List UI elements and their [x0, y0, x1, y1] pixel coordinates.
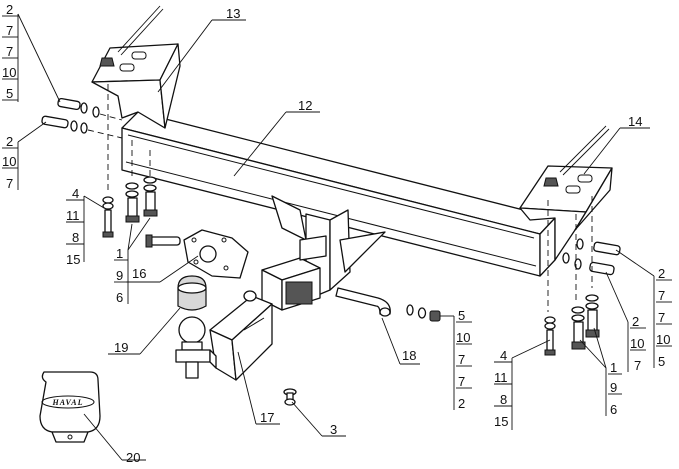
- callout-left-bolt-4: 10: [2, 65, 16, 80]
- callout-left-bolt-2: 7: [6, 23, 13, 38]
- callout-left-bolt-3: 7: [6, 44, 13, 59]
- callout-left-bolt-5: 5: [6, 86, 13, 101]
- callout-socket-plate: 16: [132, 266, 146, 281]
- right-hardware: [544, 196, 621, 356]
- callout-pin-stack-3: 7: [458, 352, 465, 367]
- callout-right-side-1: 2: [632, 314, 639, 329]
- crossbar-beam: [121, 111, 556, 277]
- plug-cover: HAVAL: [39, 371, 101, 443]
- callout-pin-stack-5: 2: [458, 396, 465, 411]
- callout-ball-cover: 19: [114, 340, 128, 355]
- callout-left-side-1: 2: [6, 134, 13, 149]
- callout-left-side-3: 7: [6, 176, 13, 191]
- callout-bracket-right: 14: [628, 114, 642, 129]
- callout-underlines: [2, 15, 672, 407]
- callout-right-vert-1: 4: [500, 348, 507, 363]
- left-hardware: [41, 84, 158, 238]
- callout-right-vert-3: 8: [500, 392, 507, 407]
- callout-right-bolt-2: 7: [658, 288, 665, 303]
- left-mounting-bracket: [91, 5, 181, 129]
- callout-right-vert-2: 11: [494, 370, 508, 385]
- callout-pin: 18: [402, 348, 416, 363]
- callout-crossbar: 12: [298, 98, 312, 113]
- callout-pin-stack-4: 7: [458, 374, 465, 389]
- drawbar-tongue: [209, 290, 273, 381]
- leader-lines: [17, 13, 655, 461]
- callout-left-vert-3: 8: [72, 230, 79, 245]
- callout-right-bolt-5: 5: [658, 354, 665, 369]
- callout-left-nut-2: 9: [116, 268, 123, 283]
- callout-right-vert-4: 15: [494, 414, 508, 429]
- callout-right-bolt-4: 10: [656, 332, 670, 347]
- callout-right-bolt-3: 7: [658, 310, 665, 325]
- callout-labels: 2 7 7 10 5 2 10 7 4 11 8 15 1 9 6 13 12 …: [2, 2, 670, 465]
- callout-pin-stack-1: 5: [458, 308, 465, 323]
- callout-drawbar: 17: [260, 410, 274, 425]
- callout-pin-stack-2: 10: [456, 330, 470, 345]
- brand-logo: HAVAL: [52, 398, 84, 407]
- callout-left-nut-1: 1: [116, 246, 123, 261]
- callout-bracket-left: 13: [226, 6, 240, 21]
- socket-plate: [145, 229, 249, 279]
- callout-left-vert-2: 11: [66, 208, 80, 223]
- callout-left-nut-3: 6: [116, 290, 123, 305]
- callout-left-vert-4: 15: [66, 252, 80, 267]
- callout-left-vert-1: 4: [72, 186, 79, 201]
- pin-bolt: [283, 388, 297, 406]
- callout-right-nut-1: 1: [610, 360, 617, 375]
- callout-right-nut-2: 9: [610, 380, 617, 395]
- callout-right-side-3: 7: [634, 358, 641, 373]
- callout-left-bolt-1: 2: [6, 2, 13, 17]
- right-mounting-bracket: [519, 125, 613, 261]
- receiver-tube: [261, 195, 386, 311]
- tow-ball-assembly: [175, 275, 217, 379]
- callout-right-side-2: 10: [630, 336, 644, 351]
- callout-plug-cover: 20: [126, 450, 140, 465]
- callout-right-bolt-1: 2: [658, 266, 665, 281]
- callout-pin-bolt: 3: [330, 422, 337, 437]
- hitch-pin: [335, 287, 441, 322]
- callout-right-nut-3: 6: [610, 402, 617, 417]
- callout-left-side-2: 10: [2, 154, 16, 169]
